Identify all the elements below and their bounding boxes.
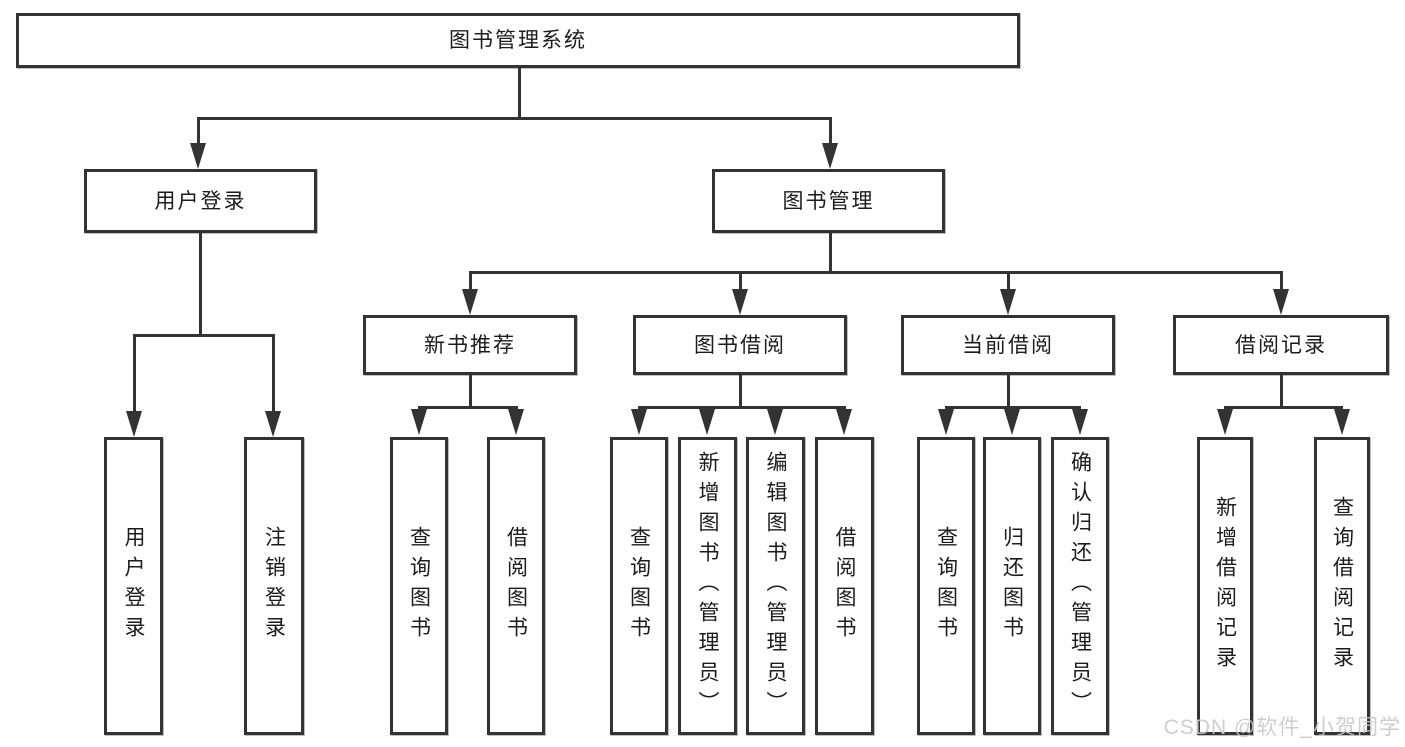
node-current-borrowing: 当前借阅 [901,315,1115,375]
connector-book-borrow-stem [739,375,742,409]
node-leaf-user-login: 用户登录 [104,437,163,735]
node-label: 注销登录 [262,526,286,646]
arrow-down-icon [767,409,783,435]
arrow-down-icon [631,409,647,435]
node-leaf-logout: 注销登录 [244,437,304,735]
node-label: 查询图书 [627,526,651,646]
node-leaf-add-books-admin: 新增图书（管理员） [678,437,737,735]
connector-level3-drop [1280,271,1283,292]
arrow-down-icon [1072,409,1088,435]
node-leaf-query-books-recommend: 查询图书 [390,437,448,735]
arrow-down-icon [1273,289,1289,315]
connector-level3-drop [739,271,742,292]
node-label: 查询图书 [934,526,958,646]
node-label: 当前借阅 [962,333,1054,357]
connector-root-stem [518,68,521,118]
connector-current-borrow-bar [945,406,1081,409]
connector-borrow-records-stem [1280,375,1283,409]
node-leaf-borrow-books-borrowing: 借阅图书 [815,437,874,735]
connector-borrow-records-bar [1224,406,1343,409]
node-new-book-recommend: 新书推荐 [363,315,577,375]
node-leaf-query-books-borrowing: 查询图书 [610,437,668,735]
connector-book-mgmt-drop [829,117,832,147]
node-library-management-system: 图书管理系统 [16,13,1020,68]
node-book-borrowing: 图书借阅 [633,315,847,375]
csdn-watermark: CSDN @软件_小贺同学 [1163,716,1401,739]
node-leaf-edit-books-admin: 编辑图书（管理员） [746,437,805,735]
node-borrow-records: 借阅记录 [1173,315,1389,375]
node-label: 新增图书（管理员） [696,451,719,721]
node-label: 编辑图书（管理员） [764,451,787,721]
connector-level3-drop [1007,271,1010,292]
node-label: 确认归还（管理员） [1068,451,1092,721]
connector-book-borrow-bar [638,406,846,409]
node-leaf-add-borrow-record: 新增借阅记录 [1197,437,1253,735]
arrow-down-icon [265,411,281,437]
connector-current-borrow-stem [1007,375,1010,409]
node-label: 查询图书 [407,526,431,646]
node-label: 借阅图书 [504,526,528,646]
node-book-management: 图书管理 [712,169,945,233]
node-label: 归还图书 [1000,526,1024,646]
connector-user-login-drop [197,117,200,147]
arrow-down-icon [732,289,748,315]
connector-new-book-stem [469,375,472,409]
arrow-down-icon [462,289,478,315]
connector-user-login-bar [133,334,275,337]
connector-book-mgmt-stem [829,233,832,274]
node-leaf-return-books: 归还图书 [983,437,1041,735]
arrow-down-icon [699,409,715,435]
node-leaf-confirm-return-admin: 确认归还（管理员） [1051,437,1109,735]
arrow-down-icon [411,409,427,435]
connector-leaf-drop [133,334,136,413]
node-user-login: 用户登录 [84,169,317,233]
arrow-down-icon [822,143,838,169]
connector-user-login-stem [199,233,202,337]
connector-root-bar [197,117,831,120]
node-label: 图书管理系统 [449,29,587,52]
arrow-down-icon [126,411,142,437]
node-label: 借阅图书 [833,526,856,646]
arrow-down-icon [1000,289,1016,315]
arrow-down-icon [1004,409,1020,435]
node-label: 新增借阅记录 [1213,496,1237,676]
node-label: 新书推荐 [424,333,516,357]
connector-book-mgmt-bar [469,271,1283,274]
arrow-down-icon [190,143,206,169]
connector-level3-drop [469,271,472,292]
arrow-down-icon [938,409,954,435]
arrow-down-icon [1334,409,1350,435]
arrow-down-icon [508,409,524,435]
connector-new-book-bar [418,406,518,409]
node-label: 查询借阅记录 [1330,496,1354,676]
arrow-down-icon [836,409,852,435]
node-label: 图书借阅 [694,333,786,357]
node-leaf-query-books-current: 查询图书 [917,437,975,735]
node-label: 图书管理 [782,189,875,213]
node-label: 借阅记录 [1235,333,1327,357]
node-label: 用户登录 [122,526,145,646]
connector-leaf-drop [272,334,275,413]
arrow-down-icon [1217,409,1233,435]
node-leaf-query-borrow-record: 查询借阅记录 [1314,437,1370,735]
node-leaf-borrow-books-recommend: 借阅图书 [487,437,545,735]
node-label: 用户登录 [154,189,247,213]
